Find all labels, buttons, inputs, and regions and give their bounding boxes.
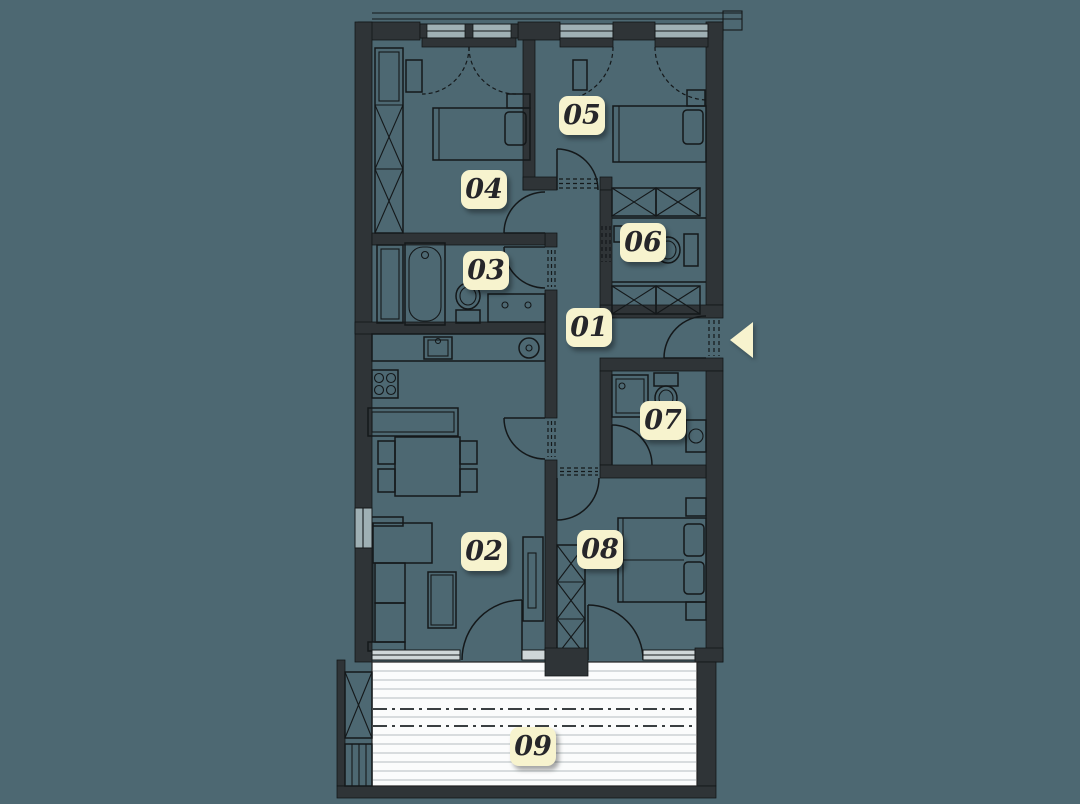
entrance-arrow-icon bbox=[730, 322, 753, 358]
threshold-dashes-06 bbox=[601, 226, 611, 262]
threshold-dashes-02 bbox=[547, 421, 556, 457]
windows-top bbox=[419, 23, 709, 101]
roof-overhang bbox=[372, 10, 743, 31]
room-04-furniture bbox=[374, 47, 546, 234]
threshold-dashes-03 bbox=[547, 250, 556, 287]
room-label-06: 06 bbox=[620, 223, 666, 262]
room-label-04: 04 bbox=[461, 170, 507, 209]
threshold-dashes-entrance bbox=[708, 320, 720, 356]
room-label-01: 01 bbox=[566, 308, 612, 347]
hall-01-entrance bbox=[663, 315, 720, 359]
threshold-dashes-05 bbox=[559, 178, 598, 189]
room-label-09: 09 bbox=[510, 727, 556, 766]
windows-bottom bbox=[354, 507, 696, 661]
room-label-05: 05 bbox=[559, 96, 605, 135]
room-label-07: 07 bbox=[640, 401, 686, 440]
room-07-fixtures bbox=[611, 372, 707, 466]
room-05-furniture bbox=[556, 59, 707, 217]
room-label-02: 02 bbox=[461, 532, 507, 571]
room-label-08: 08 bbox=[577, 530, 623, 569]
room-03-fixtures bbox=[376, 242, 556, 326]
room-label-03: 03 bbox=[463, 251, 509, 290]
room-02-furniture bbox=[367, 333, 556, 661]
threshold-dashes-08 bbox=[560, 467, 598, 476]
